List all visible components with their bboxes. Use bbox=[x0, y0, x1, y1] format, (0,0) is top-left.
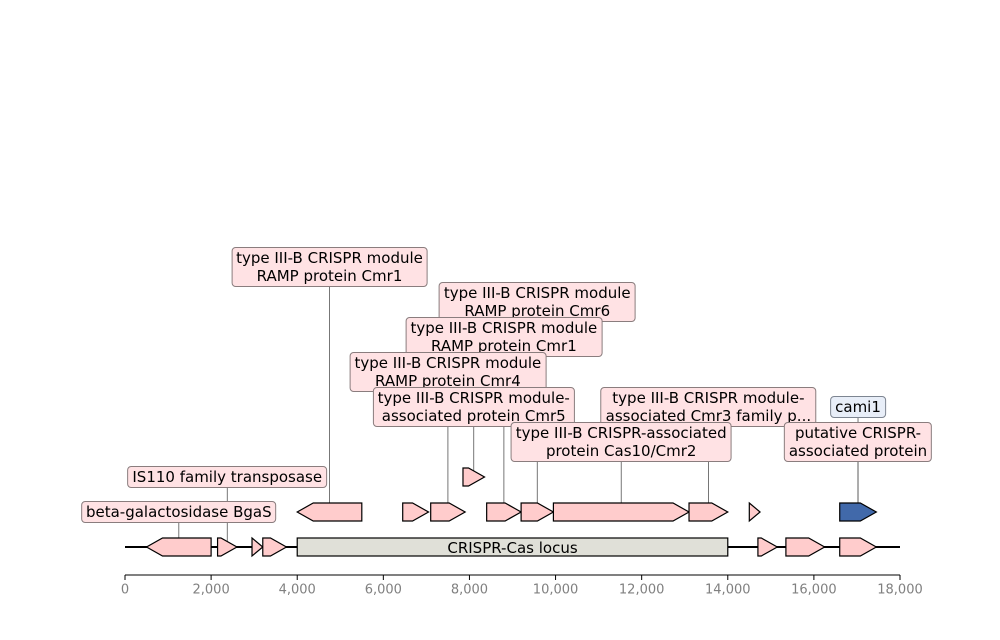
axis-tick-label: 2,000 bbox=[193, 583, 230, 598]
axis-tick-label: 10,000 bbox=[533, 583, 579, 598]
gene-arrow bbox=[520, 502, 555, 522]
gene-arrow bbox=[295, 502, 363, 522]
gene-label: cami1 bbox=[830, 396, 886, 418]
gene-label: type III-B CRISPR module- associated Cmr… bbox=[600, 387, 817, 427]
gene-features bbox=[145, 467, 878, 558]
gene-arrow bbox=[402, 502, 430, 522]
gene-arrow bbox=[785, 537, 826, 557]
axis-tick-label: 6,000 bbox=[365, 583, 402, 598]
gene-arrow bbox=[216, 537, 239, 557]
axis-tick-label: 18,000 bbox=[877, 583, 923, 598]
axis-tick-label: 0 bbox=[121, 583, 129, 598]
crispr-cas-locus bbox=[296, 537, 729, 557]
gene-arrow bbox=[251, 536, 264, 558]
gene-arrow bbox=[462, 467, 486, 487]
gene-arrow bbox=[748, 501, 762, 523]
gene-label: type III-B CRISPR module RAMP protein Cm… bbox=[438, 282, 636, 322]
sequence-backbone: CRISPR-Cas locus bbox=[125, 537, 900, 557]
gene-arrow-highlighted bbox=[839, 502, 878, 522]
gene-label: beta-galactosidase BgaS bbox=[80, 501, 277, 523]
gene-arrow bbox=[262, 537, 288, 557]
axis-tick-label: 16,000 bbox=[791, 583, 837, 598]
gene-label: type III-B CRISPR module RAMP protein Cm… bbox=[405, 317, 603, 357]
gene-arrow bbox=[839, 537, 878, 557]
gene-label: type III-B CRISPR module RAMP protein Cm… bbox=[231, 247, 428, 287]
gene-label: type III-B CRISPR module- associated pro… bbox=[372, 387, 575, 427]
gene-arrow bbox=[757, 537, 779, 557]
gene-arrow bbox=[145, 537, 212, 557]
axis-tick-label: 12,000 bbox=[619, 583, 665, 598]
axis-tick-label: 14,000 bbox=[705, 583, 751, 598]
axis-tick-label: 4,000 bbox=[279, 583, 316, 598]
gene-arrow bbox=[688, 502, 730, 522]
locus-label: CRISPR-Cas locus bbox=[447, 539, 577, 557]
gene-arrow bbox=[486, 502, 523, 522]
gene-label: putative CRISPR- associated protein bbox=[783, 422, 933, 462]
gene-label: type III-B CRISPR-associated protein Cas… bbox=[510, 422, 732, 462]
gene-label: type III-B CRISPR module RAMP protein Cm… bbox=[349, 352, 547, 392]
gene-label: IS110 family transposase bbox=[127, 466, 328, 488]
axis-tick-label: 8,000 bbox=[451, 583, 488, 598]
gene-arrow bbox=[552, 502, 691, 522]
gene-arrow bbox=[430, 502, 467, 522]
sequence-axis: 0 2,000 4,000 6,000 8,000 10,000 12,000 14,000 1… bbox=[121, 574, 923, 598]
